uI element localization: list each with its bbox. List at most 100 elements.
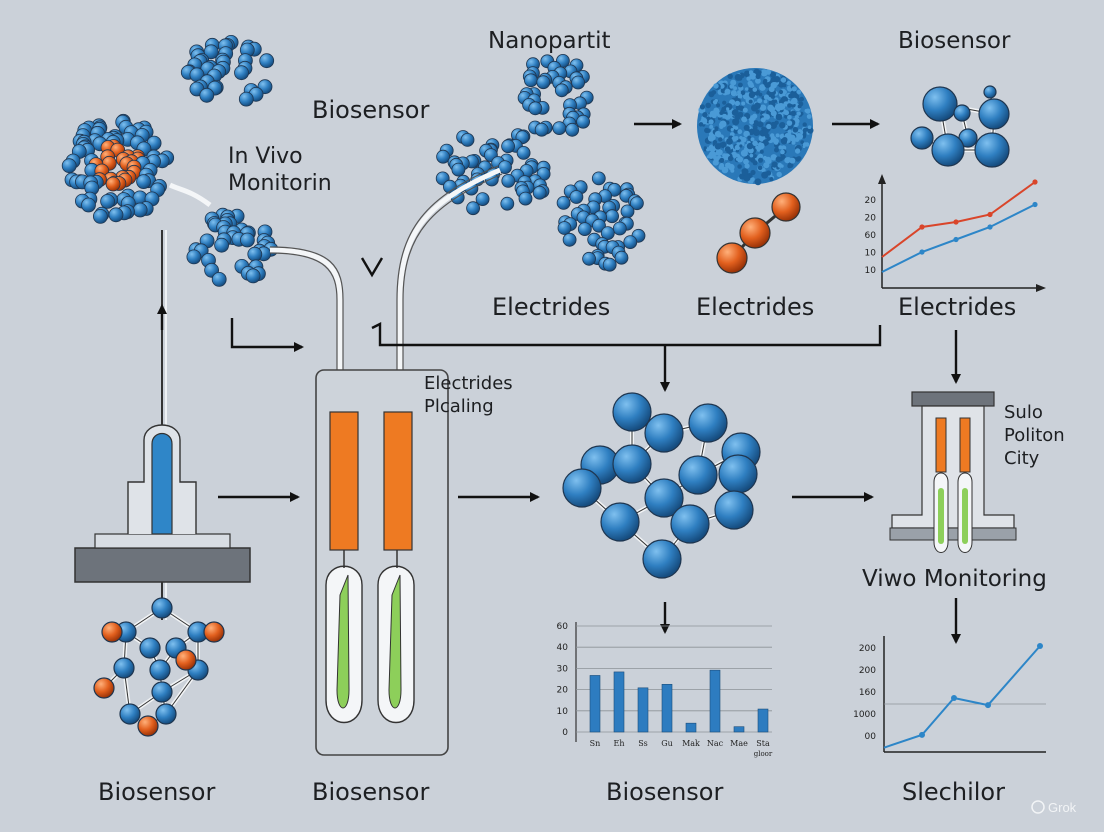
sphere-grain bbox=[790, 110, 796, 116]
data-point bbox=[1032, 179, 1038, 185]
y-axis-arrow bbox=[878, 174, 886, 184]
label-electrides-1: Electrides bbox=[492, 293, 610, 321]
sphere-grain bbox=[733, 128, 739, 134]
orange-atom bbox=[101, 621, 123, 643]
blue-atom bbox=[139, 637, 161, 659]
top-right-molecule bbox=[910, 85, 1010, 168]
sphere-grain bbox=[709, 151, 716, 158]
blue-atom bbox=[149, 659, 171, 681]
sphere-grain bbox=[713, 83, 719, 89]
x-tick-label: Ss bbox=[638, 739, 648, 748]
sphere-grain bbox=[744, 163, 750, 169]
blue-atom bbox=[498, 160, 512, 175]
sphere-grain bbox=[782, 137, 788, 143]
sphere-grain bbox=[800, 140, 805, 145]
series-line bbox=[883, 645, 1041, 749]
sphere-grain bbox=[752, 154, 757, 159]
sphere-grain bbox=[727, 73, 733, 80]
sphere-grain bbox=[796, 133, 801, 137]
sphere-grain bbox=[719, 120, 727, 128]
blue-atom bbox=[536, 75, 551, 90]
blue-atom bbox=[528, 101, 543, 116]
nanoparticle-sphere bbox=[697, 68, 814, 186]
sphere-grain bbox=[797, 156, 802, 161]
blue-atom bbox=[61, 158, 77, 174]
sphere-grain bbox=[735, 114, 741, 121]
right-sensor-device bbox=[889, 391, 1017, 553]
sphere-grain bbox=[786, 133, 792, 139]
y-tick-label: 20 bbox=[865, 214, 877, 224]
sphere-grain bbox=[804, 108, 809, 113]
sphere-grain bbox=[734, 73, 742, 81]
left-sensor-device bbox=[74, 424, 251, 583]
x-axis-arrow bbox=[1036, 284, 1046, 292]
sphere-grain bbox=[780, 77, 787, 83]
bar bbox=[637, 687, 649, 733]
blue-atom bbox=[644, 478, 684, 518]
blue-atom bbox=[591, 171, 606, 186]
nanoparticle-clusters bbox=[61, 35, 646, 287]
sphere-grain bbox=[740, 90, 746, 96]
sphere-grain bbox=[792, 127, 799, 133]
orange-molecule bbox=[716, 192, 801, 274]
sphere-grain bbox=[739, 144, 743, 148]
sphere-grain bbox=[737, 94, 742, 99]
blue-atom bbox=[113, 657, 135, 679]
sphere-grain bbox=[791, 86, 797, 92]
sphere-grain bbox=[730, 90, 737, 97]
orange-atom bbox=[175, 649, 197, 671]
y-tick-label: 0 bbox=[562, 728, 568, 738]
blue-atom bbox=[931, 133, 965, 167]
sphere-grain bbox=[708, 119, 714, 125]
orange-atom bbox=[203, 621, 225, 643]
blue-atom bbox=[565, 122, 580, 137]
sphere-grain bbox=[748, 91, 756, 99]
blue-atom bbox=[614, 250, 629, 265]
sphere-grain bbox=[719, 111, 724, 115]
blue-atom bbox=[600, 502, 640, 542]
blue-atom bbox=[571, 75, 585, 90]
blue-atom bbox=[612, 221, 627, 236]
blue-atom bbox=[518, 191, 533, 206]
sphere-grain bbox=[744, 70, 750, 76]
sphere-grain bbox=[750, 157, 756, 163]
sphere-grain bbox=[747, 135, 751, 140]
sphere-grain bbox=[724, 146, 731, 153]
sphere-grain bbox=[714, 126, 719, 131]
sphere-grain bbox=[744, 87, 749, 91]
sphere-grain bbox=[726, 138, 733, 145]
blue-atom bbox=[524, 73, 538, 88]
blue-atom bbox=[922, 86, 958, 122]
sphere-grain bbox=[718, 137, 723, 142]
sphere-grain bbox=[754, 102, 761, 109]
blue-atom bbox=[186, 249, 202, 265]
bar bbox=[685, 722, 697, 733]
label-politon: Politon bbox=[1004, 425, 1065, 446]
x-tick-label: Gu bbox=[661, 739, 673, 748]
sphere-grain bbox=[737, 164, 742, 169]
sphere-grain bbox=[802, 145, 806, 149]
blue-atom bbox=[108, 207, 124, 223]
blue-atom bbox=[983, 85, 997, 99]
sphere-grain bbox=[770, 154, 777, 161]
flow-arrows bbox=[157, 119, 961, 644]
blue-atom bbox=[678, 455, 718, 495]
sphere-grain bbox=[770, 94, 776, 99]
sphere-grain bbox=[775, 133, 780, 138]
sphere-grain bbox=[722, 100, 727, 105]
blue-atom bbox=[93, 208, 108, 224]
sphere-grain bbox=[781, 96, 786, 101]
sphere-grain bbox=[762, 128, 769, 136]
blue-atom bbox=[554, 83, 569, 98]
sphere-grain bbox=[777, 162, 783, 168]
label-biosensor-bottom-3: Biosensor bbox=[606, 778, 723, 806]
sphere-grain bbox=[763, 99, 768, 104]
sphere-grain bbox=[710, 146, 716, 152]
sphere-grain bbox=[750, 169, 756, 176]
y-tick-label: 60 bbox=[557, 622, 569, 632]
sphere-grain bbox=[703, 146, 707, 150]
sphere-grain bbox=[784, 157, 791, 164]
sphere-grain bbox=[797, 104, 802, 109]
